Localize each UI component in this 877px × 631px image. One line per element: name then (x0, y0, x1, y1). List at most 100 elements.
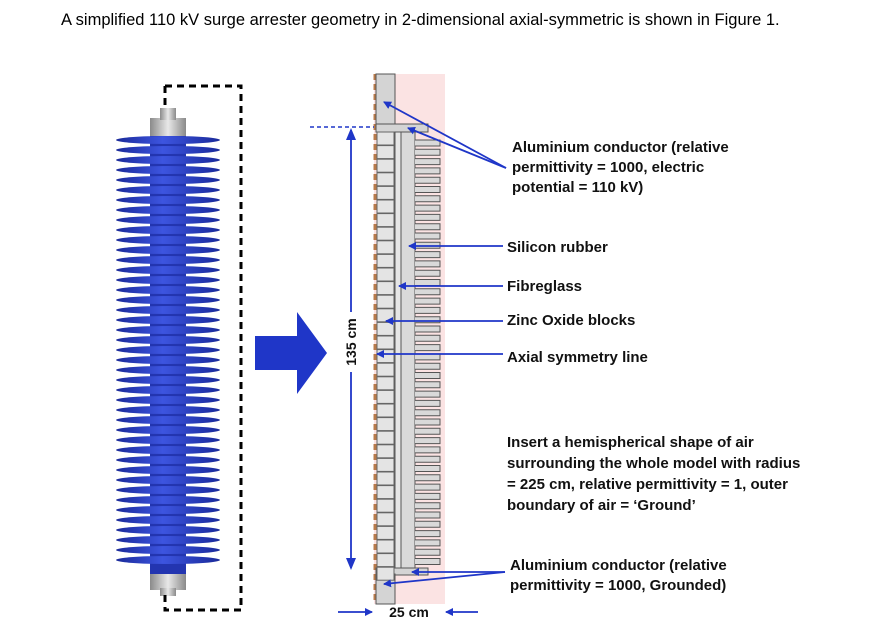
label-silicon-rubber: Silicon rubber (507, 239, 608, 256)
shed-disc (116, 556, 220, 564)
zno-block (376, 199, 395, 214)
silicon-fin (415, 372, 441, 379)
height-arrow-up-icon (346, 128, 356, 140)
zno-block (376, 185, 395, 200)
shed-disc (116, 196, 220, 204)
height-label-bg (342, 312, 360, 372)
silicon-fin (415, 325, 441, 333)
zno-block (376, 281, 395, 296)
shed-disc (116, 366, 220, 374)
shed-disc (116, 496, 220, 504)
silicon-fin (415, 520, 441, 528)
leader-top-conductor-a (383, 101, 507, 169)
silicon-fin (415, 446, 441, 454)
zno-block (376, 335, 395, 350)
bottom-fitting (150, 574, 186, 590)
zno-block (376, 430, 395, 445)
shed-disc (116, 486, 220, 494)
silicon-fin (415, 502, 441, 510)
shed-disc (116, 216, 220, 224)
zno-block (376, 253, 395, 268)
silicon-fin (415, 334, 441, 342)
zno-block (376, 158, 395, 173)
zno-block (376, 362, 395, 377)
shed-disc (116, 186, 220, 194)
zno-block (376, 539, 395, 554)
silicon-fin (415, 148, 441, 156)
shed-disc (116, 466, 220, 474)
shed-disc (116, 286, 220, 294)
zinc-oxide-blocks (376, 131, 395, 581)
silicon-fin (415, 483, 441, 491)
height-arrow-down-icon (346, 558, 356, 570)
silicon-fin (415, 232, 441, 240)
silicon-fin (415, 186, 441, 193)
shed-disc (116, 176, 220, 184)
silicon-fin (415, 204, 441, 212)
silicon-fin (415, 213, 441, 221)
shed-disc (116, 476, 220, 484)
shed-disc (116, 356, 220, 364)
zno-block (376, 349, 395, 364)
label-axial-symmetry: Axial symmetry line (507, 349, 648, 366)
dashed-half-outline (163, 84, 243, 612)
height-label: 135 cm (343, 318, 359, 365)
silicon-fin (415, 362, 441, 370)
silicon-fin (415, 390, 441, 398)
silicon-fin (415, 539, 441, 547)
silicon-fin (415, 251, 441, 259)
zno-block (376, 389, 395, 404)
silicon-fin (415, 492, 441, 500)
zno-block (376, 444, 395, 459)
shed-disc (116, 226, 220, 234)
silicon-fin (415, 176, 441, 184)
zno-block (376, 525, 395, 540)
top-conductor (375, 73, 396, 127)
leader-bottom-conductor-b (383, 571, 506, 588)
zno-block (376, 417, 395, 432)
silicon-fin (415, 306, 441, 314)
shed-disc (116, 136, 220, 144)
silicon-fin (415, 548, 441, 556)
shed-disc (116, 146, 220, 154)
shed-disc (116, 346, 220, 354)
shed-disc (116, 416, 220, 424)
zno-block (376, 566, 395, 581)
annotation-labels: Aluminium conductor (relative permittivi… (507, 139, 800, 594)
shed-disc (116, 546, 220, 554)
shed-disc (116, 526, 220, 534)
zno-block (376, 457, 395, 472)
silicon-fin (415, 381, 441, 389)
shed-disc (116, 376, 220, 384)
silicon-fin (415, 530, 441, 538)
silicon-fin (415, 269, 441, 277)
zno-block (376, 172, 395, 187)
silicon-fin (415, 260, 441, 268)
shed-disc (116, 516, 220, 524)
shed-disc (116, 266, 220, 274)
shed-disc (116, 166, 220, 174)
zno-block (376, 294, 395, 309)
shed-disc (116, 316, 220, 324)
silicon-fin (415, 297, 441, 305)
label-fibreglass: Fibreglass (507, 278, 582, 295)
top-fitting (150, 118, 186, 136)
shed-disc (116, 406, 220, 414)
silicon-fin (415, 409, 441, 417)
zno-block (376, 485, 395, 500)
shed-disc (116, 236, 220, 244)
silicon-fin (415, 344, 441, 352)
shed-disc (116, 276, 220, 284)
silicon-fin (415, 474, 441, 482)
shed-disc (116, 396, 220, 404)
zno-block (376, 471, 395, 486)
shed-disc (116, 506, 220, 514)
transition-arrow-icon (255, 312, 327, 394)
shed-disc (116, 156, 220, 164)
surge-arrester-photo (116, 84, 243, 612)
axisymmetric-model: 135 cm 25 cm (310, 73, 478, 620)
shed-disc (116, 386, 220, 394)
silicon-fin (415, 418, 441, 426)
silicon-fin (415, 288, 441, 296)
